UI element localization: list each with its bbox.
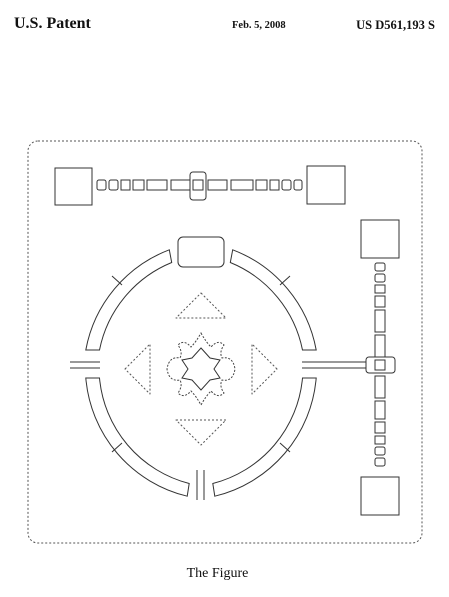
top-slider <box>54 165 346 206</box>
top-right-button <box>306 165 346 205</box>
right-slider <box>360 219 400 516</box>
arrow-up <box>175 292 227 319</box>
top-center-button <box>177 236 225 268</box>
top-slider-knob <box>189 171 207 201</box>
arrow-right <box>251 343 278 395</box>
device-outline <box>27 140 423 544</box>
patent-date: Feb. 5, 2008 <box>232 20 286 31</box>
arrow-down <box>175 419 227 446</box>
top-left-button <box>54 167 93 206</box>
direction-arrows <box>124 292 278 446</box>
center-star-button <box>166 331 236 407</box>
patent-number: US D561,193 S <box>356 18 435 32</box>
arrow-left <box>124 343 151 395</box>
right-top-button <box>360 219 400 259</box>
patent-label: U.S. Patent <box>14 15 91 32</box>
figure-caption: The Figure <box>186 566 249 581</box>
right-bottom-button <box>360 476 400 516</box>
right-slider-knob <box>365 356 396 374</box>
circular-pad <box>70 236 366 500</box>
